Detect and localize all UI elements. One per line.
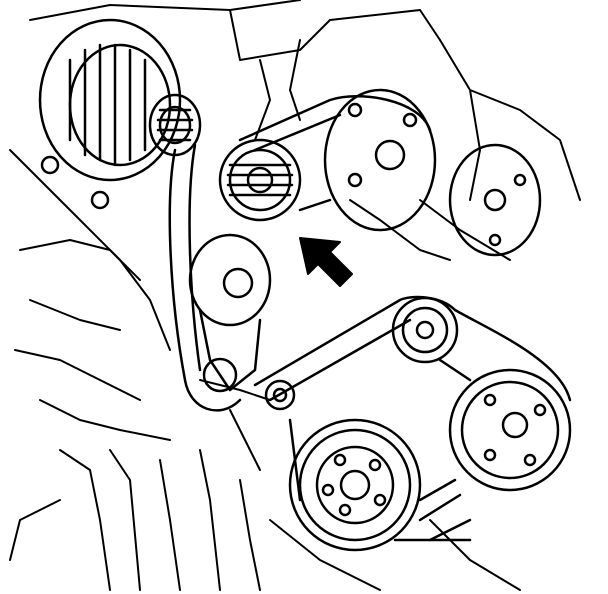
right-idler-pulley xyxy=(391,296,459,364)
serpentine-belt xyxy=(168,95,572,542)
lower-idler-pulley xyxy=(264,379,296,411)
belt-tensioner xyxy=(188,233,272,393)
crankshaft-pulley xyxy=(288,418,422,552)
engine-mount-bracket xyxy=(448,143,542,257)
ac-compressor-pulley xyxy=(448,368,572,492)
belt-direction-arrow xyxy=(299,237,353,287)
upper-idler-pulley xyxy=(218,138,302,222)
power-steering-pump-pulley xyxy=(323,88,437,232)
engine-block xyxy=(9,0,581,591)
alternator xyxy=(38,18,202,210)
